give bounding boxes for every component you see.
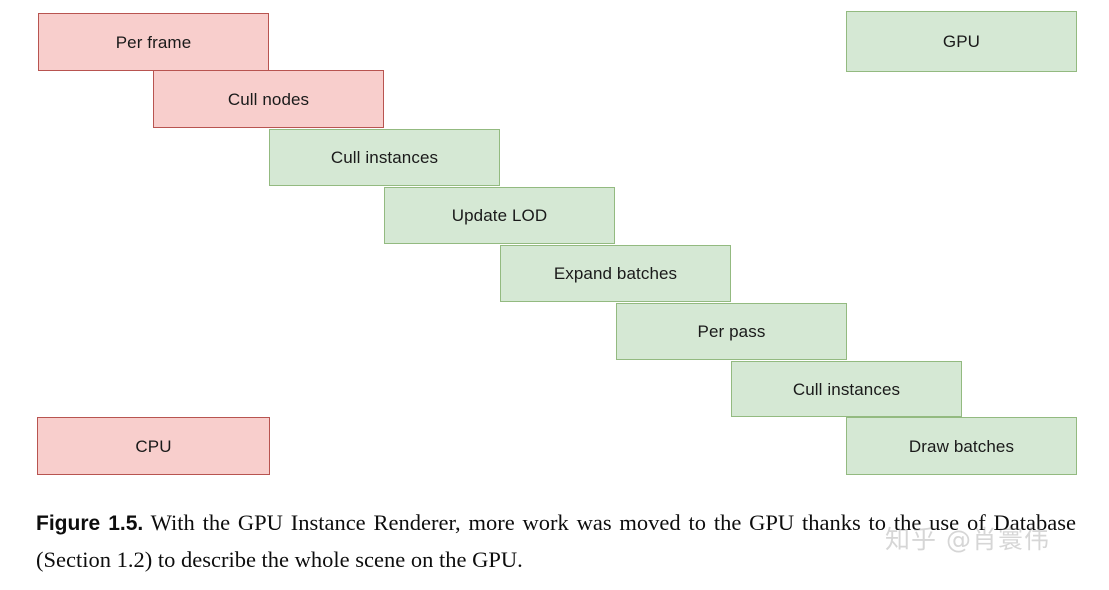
stage-label: Per pass xyxy=(697,322,766,341)
stage-box-cull-nodes: Cull nodes xyxy=(153,70,384,128)
stage-label: Cull nodes xyxy=(227,89,310,109)
stage-box-cull-instances: Cull instances xyxy=(269,129,500,186)
legend-box-cpu: CPU xyxy=(37,417,270,475)
legend-label: GPU xyxy=(942,32,981,51)
legend-label: CPU xyxy=(135,436,172,456)
stage-box-cull-instances: Cull instances xyxy=(731,361,962,417)
stage-box-draw-batches: Draw batches xyxy=(846,417,1077,475)
stage-box-update-lod: Update LOD xyxy=(384,187,615,244)
stage-label: Cull instances xyxy=(330,148,439,167)
figure-caption-text: With the GPU Instance Renderer, more wor… xyxy=(36,510,1076,572)
stage-label: Cull instances xyxy=(792,379,901,399)
stage-label: Expand batches xyxy=(553,264,678,283)
stage-box-per-pass: Per pass xyxy=(616,303,847,360)
stage-label: Per frame xyxy=(115,32,192,52)
stage-box-expand-batches: Expand batches xyxy=(500,245,731,302)
figure-number: Figure 1.5. xyxy=(36,512,144,535)
stage-box-per-frame: Per frame xyxy=(38,13,269,71)
stage-label: Draw batches xyxy=(908,436,1015,456)
stage-label: Update LOD xyxy=(451,206,548,225)
legend-box-gpu: GPU xyxy=(846,11,1077,72)
figure-caption: Figure 1.5. With the GPU Instance Render… xyxy=(36,505,1076,578)
